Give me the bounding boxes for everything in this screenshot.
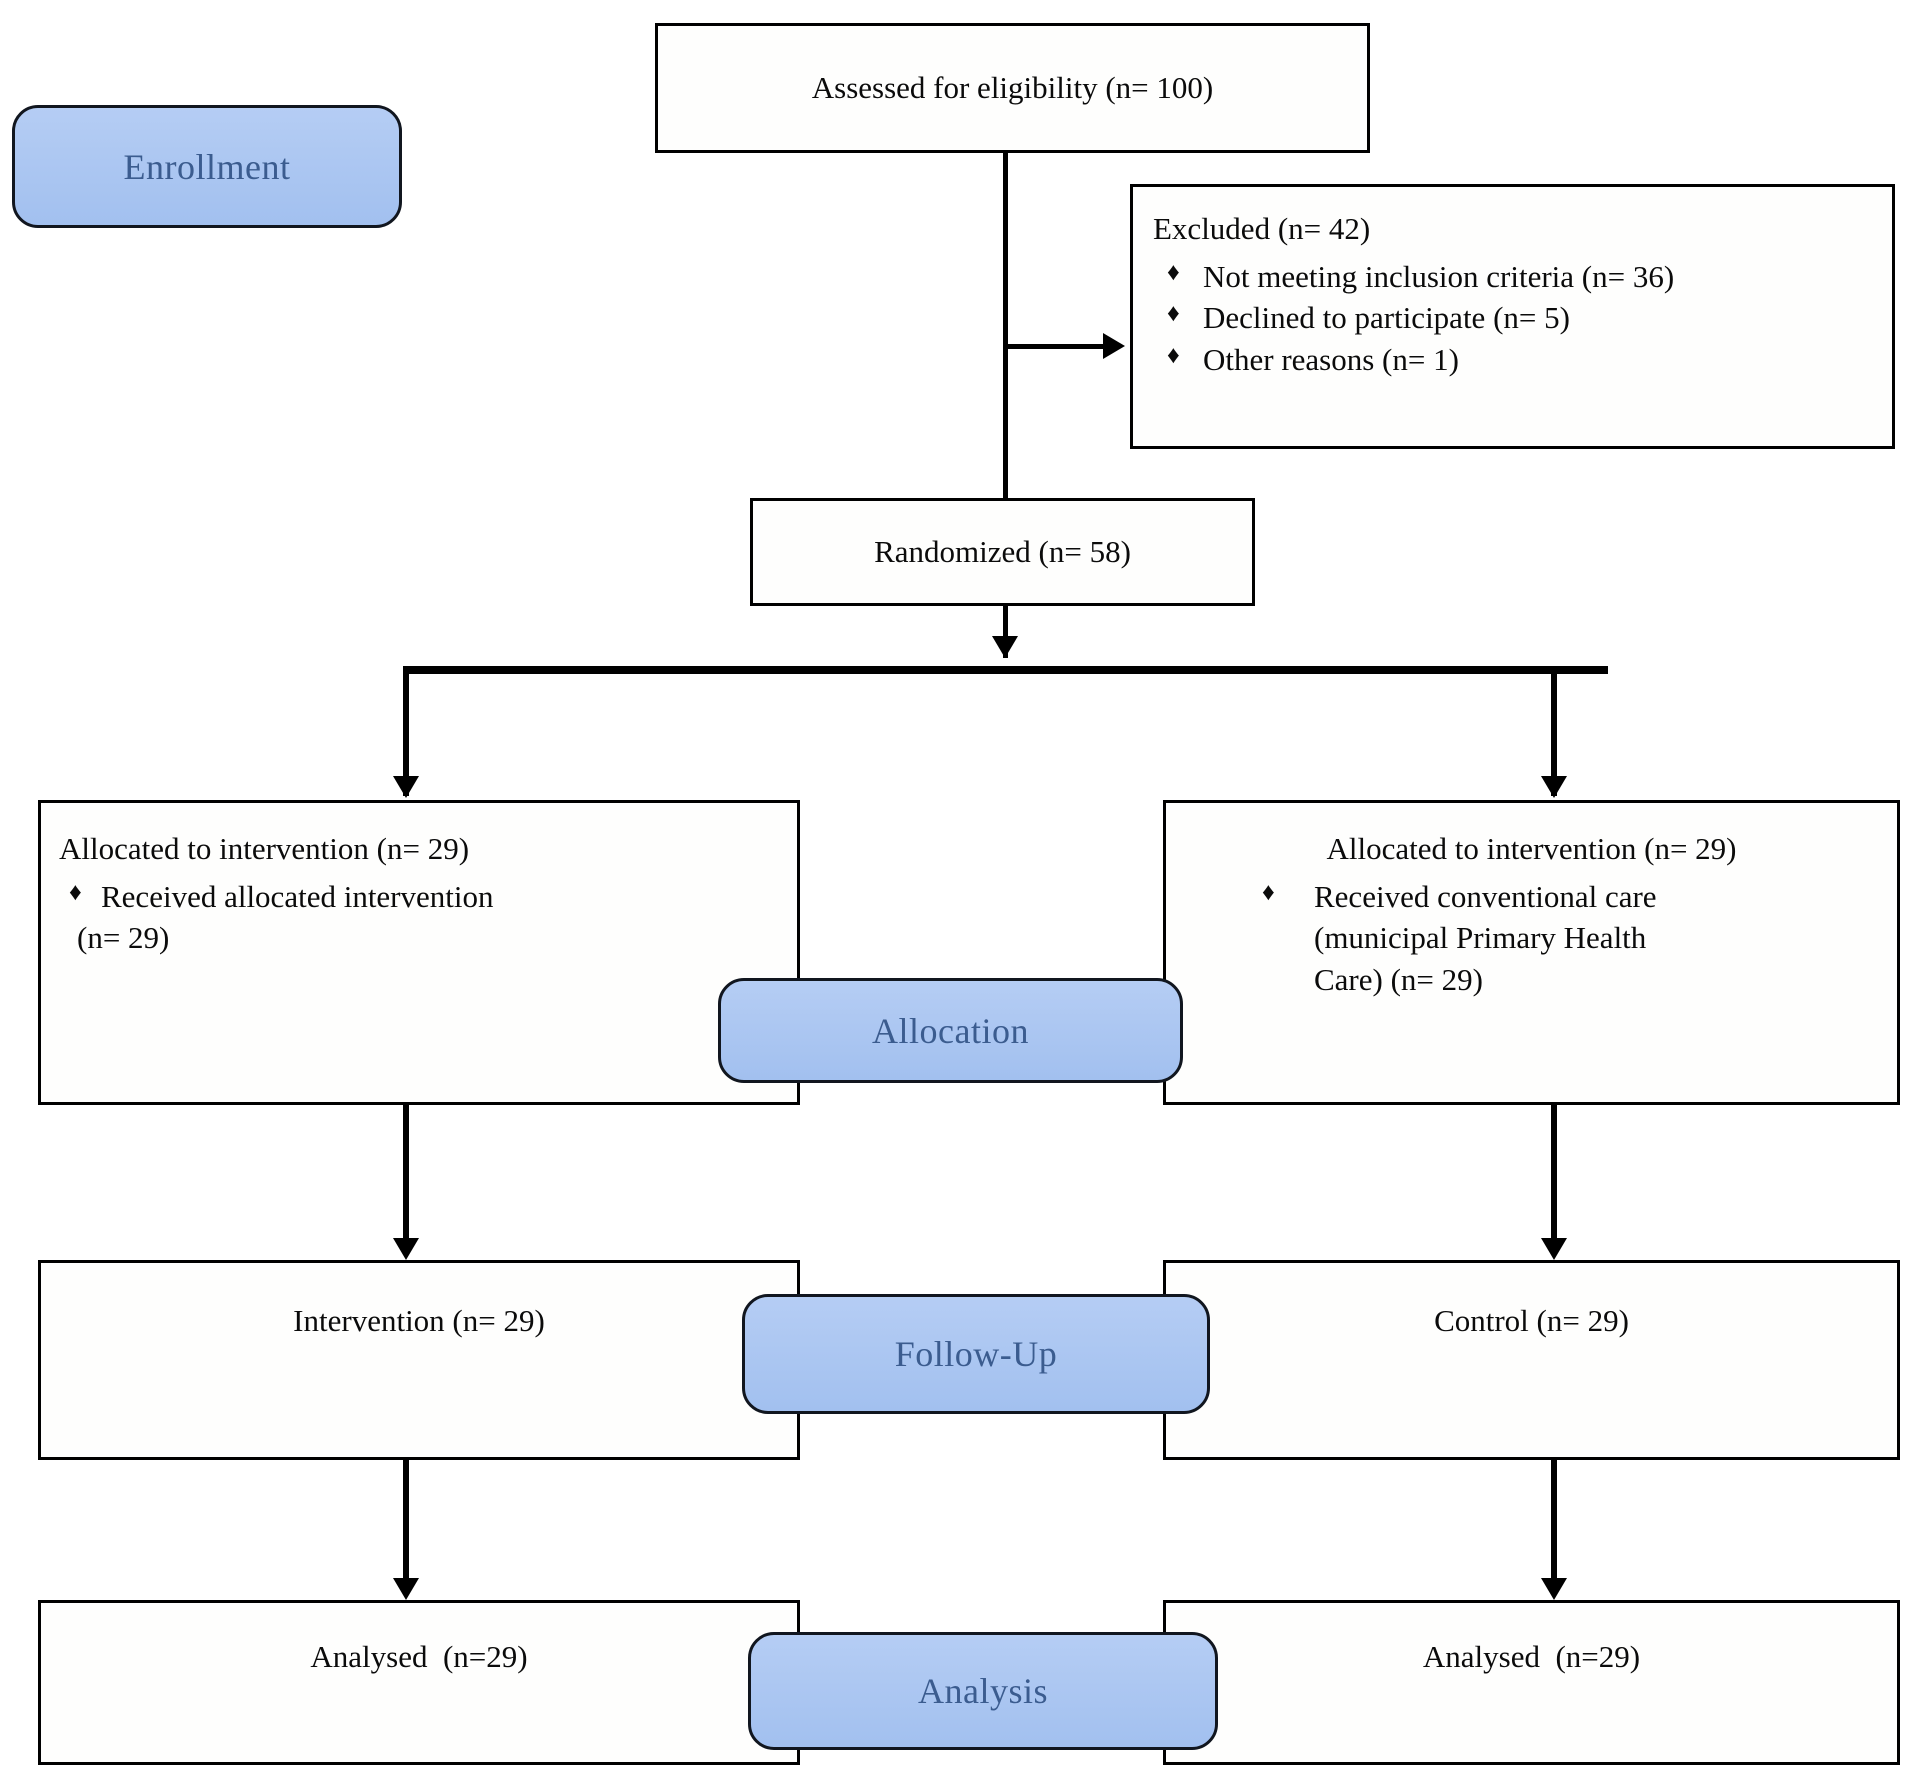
excluded-reason-text: Declined to participate (n= 5) [1203,300,1570,336]
allocated-right-bullet-line1: Received conventional care [1314,878,1657,914]
allocated-right-heading: Allocated to intervention (n= 29) [1326,831,1737,866]
allocated-left-heading: Allocated to intervention (n= 29) [59,831,470,866]
diamond-bullet-icon: ♦ [69,878,82,906]
stage-badge-analysis: Analysis [748,1632,1218,1750]
allocated-right-bullet-line3: Care) (n= 29) [1314,961,1483,997]
split-bar-allocation [403,666,1608,674]
diamond-bullet-icon: ♦ [1167,258,1180,286]
node-followup-left: Intervention (n= 29) [38,1260,800,1460]
excluded-heading: Excluded (n= 42) [1153,211,1371,246]
arrowhead-analysis-right [1541,1578,1567,1600]
arrowhead-follow-right [1541,1238,1567,1260]
excluded-reason-text: Other reasons (n= 1) [1203,341,1459,377]
stage-label-analysis: Analysis [918,1671,1048,1711]
stage-label-allocation: Allocation [872,1010,1029,1051]
arrowhead-follow-left [393,1238,419,1260]
allocated-left-bullet-line1: Received allocated intervention [101,878,494,914]
connector-follow-left-to-analysis-left [403,1460,409,1595]
diamond-bullet-icon: ♦ [1262,878,1275,906]
node-allocated-left: Allocated to intervention (n= 29) ♦ Rece… [38,800,800,1105]
stage-label-enrollment: Enrollment [123,146,291,187]
connector-to-excluded [1003,344,1108,349]
excluded-reason-text: Not meeting inclusion criteria (n= 36) [1203,258,1675,294]
node-analysed-right: Analysed (n=29) [1163,1600,1900,1765]
diamond-bullet-icon: ♦ [1167,341,1180,369]
connector-alloc-right-to-follow-right [1551,1105,1557,1255]
allocated-left-bullet-line2: (n= 29) [77,920,170,956]
arrowhead-alloc-left [393,776,419,798]
list-item: ♦ Not meeting inclusion criteria (n= 36) [1153,256,1872,298]
analysed-right-text: Analysed (n=29) [1422,1639,1641,1674]
arrowhead-alloc-right [1541,776,1567,798]
node-excluded: Excluded (n= 42) ♦ Not meeting inclusion… [1130,184,1895,449]
allocated-left-bullets: ♦ Received allocated intervention (n= 29… [59,876,779,959]
connector-randomized-to-split [1003,606,1008,658]
connector-split-to-alloc-left [403,666,409,796]
node-analysed-left: Analysed (n=29) [38,1600,800,1765]
arrowhead-to-excluded [1103,333,1125,359]
node-followup-right: Control (n= 29) [1163,1260,1900,1460]
followup-left-text: Intervention (n= 29) [293,1303,545,1338]
stage-badge-allocation: Allocation [718,978,1183,1083]
arrowhead-analysis-left [393,1578,419,1600]
randomized-text: Randomized (n= 58) [874,533,1131,569]
arrowhead-randomized-split [992,636,1018,658]
list-item: ♦ Other reasons (n= 1) [1153,339,1872,381]
followup-right-text: Control (n= 29) [1434,1303,1629,1338]
node-randomized: Randomized (n= 58) [750,498,1255,606]
excluded-reasons-list: ♦ Not meeting inclusion criteria (n= 36)… [1153,256,1872,381]
connector-assessed-to-randomized [1003,153,1008,498]
allocated-right-bullet-line2: (municipal Primary Health [1314,920,1647,956]
connector-alloc-left-to-follow-left [403,1105,409,1255]
stage-badge-followup: Follow-Up [742,1294,1210,1414]
allocated-right-bullets: ♦ Received conventional care (municipal … [1184,876,1879,1001]
analysed-left-text: Analysed (n=29) [310,1639,528,1674]
stage-label-followup: Follow-Up [894,1334,1058,1374]
node-allocated-right: Allocated to intervention (n= 29) ♦ Rece… [1163,800,1900,1105]
connector-follow-right-to-analysis-right [1551,1460,1557,1595]
list-item: ♦ Received conventional care (municipal … [1184,876,1879,1001]
assessed-text: Assessed for eligibility (n= 100) [811,69,1214,105]
connector-split-to-alloc-right [1551,666,1557,796]
list-item: ♦ Declined to participate (n= 5) [1153,297,1872,339]
stage-badge-enrollment: Enrollment [12,105,402,228]
diamond-bullet-icon: ♦ [1167,300,1180,328]
node-assessed-for-eligibility: Assessed for eligibility (n= 100) [655,23,1370,153]
list-item: ♦ Received allocated intervention (n= 29… [59,876,779,959]
